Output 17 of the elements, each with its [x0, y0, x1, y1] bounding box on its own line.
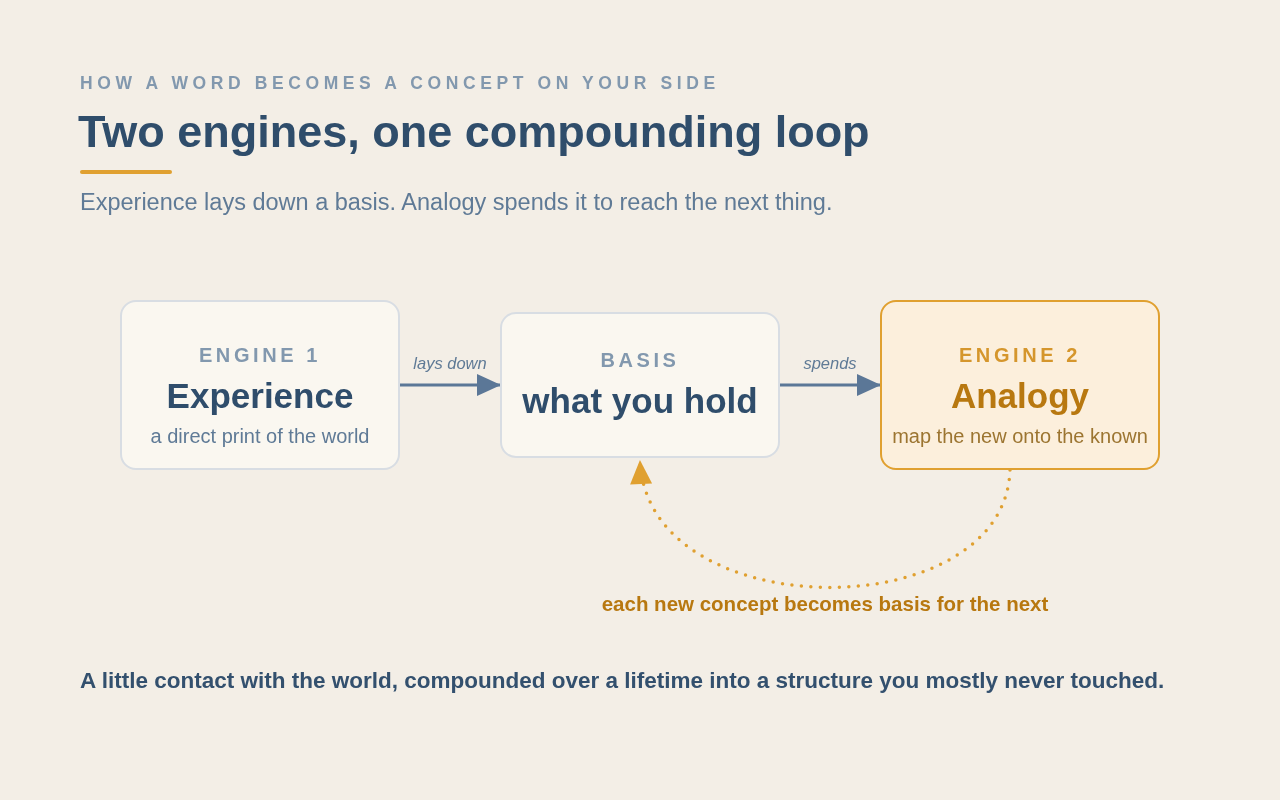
node-kicker: BASIS: [600, 348, 680, 371]
node-heading: what you hold: [522, 379, 758, 422]
eyebrow-heading: HOW A WORD BECOMES A CONCEPT ON YOUR SIDE: [80, 73, 720, 94]
node-heading: Analogy: [950, 375, 1090, 417]
node-kicker: ENGINE 1: [198, 344, 322, 366]
process-box: [500, 312, 780, 458]
node-description: a direct print of the world: [150, 425, 370, 448]
highlighted-box: [880, 300, 1160, 470]
node-heading: Experience: [166, 375, 354, 417]
process-box: [120, 300, 400, 470]
node-kicker: ENGINE 2: [958, 344, 1082, 366]
arrow: [780, 374, 881, 396]
node-description: map the new onto the known: [892, 425, 1148, 448]
subtitle: Experience lays down a basis. Analogy spends it to reach the next thing.: [80, 189, 833, 216]
arrow: [400, 374, 501, 396]
title: Two engines, one compounding loop: [78, 106, 870, 158]
caption: A little contact with the world, compounded over a lifetime into a structure you mostly never touched.: [80, 668, 1165, 694]
